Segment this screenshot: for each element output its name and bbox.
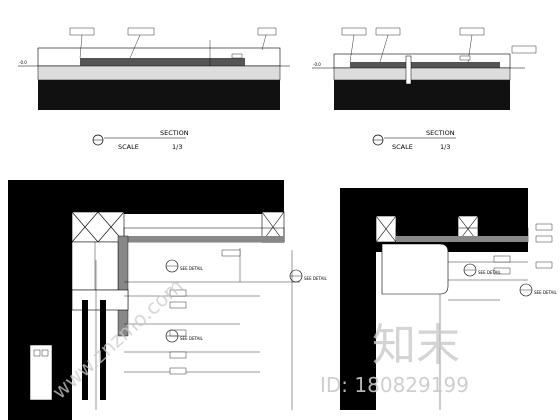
granite-band bbox=[396, 236, 528, 242]
dimension-lines bbox=[124, 248, 300, 410]
plan-detail-left: SEE DETAIL SEE DETAIL SEE DETAIL bbox=[8, 180, 328, 420]
gravel-layer bbox=[37, 65, 281, 81]
detail-label: SEE DETAIL bbox=[478, 270, 502, 275]
building-mass bbox=[340, 188, 528, 410]
level-mark: -0.0 bbox=[313, 62, 321, 67]
scale-label-left: SCALE bbox=[118, 143, 139, 151]
plan-detail-right: SEE DETAIL SEE DETAIL bbox=[340, 188, 558, 410]
detail-marker-5: SEE DETAIL bbox=[519, 283, 558, 297]
watermark-brand: 知末 bbox=[372, 320, 460, 371]
soil-layer bbox=[334, 80, 510, 110]
section-detail-left: -0.0 SECTION SCALE 1/3 bbox=[18, 27, 290, 151]
soil-layer bbox=[38, 80, 280, 110]
detail-marker-2: SEE DETAIL bbox=[289, 269, 328, 283]
drain-channel bbox=[82, 300, 88, 400]
callout-tags bbox=[341, 27, 537, 63]
column-blocks bbox=[375, 215, 479, 243]
detail-label: SEE DETAIL bbox=[534, 290, 558, 295]
detail-label: SEE DETAIL bbox=[304, 276, 328, 281]
scale-label-right: SCALE bbox=[392, 143, 413, 151]
planter bbox=[381, 243, 449, 295]
callout-tags bbox=[169, 249, 241, 375]
gravel-layer bbox=[333, 67, 511, 81]
level-mark: -0.0 bbox=[19, 60, 27, 65]
section-title-left: SECTION bbox=[160, 129, 189, 137]
edge-post bbox=[405, 55, 412, 85]
section-title-right: SECTION bbox=[426, 129, 455, 137]
scale-value-left: 1/3 bbox=[172, 143, 182, 151]
stone-layer bbox=[80, 58, 245, 66]
building-mass bbox=[8, 180, 284, 306]
column-blocks bbox=[71, 211, 285, 243]
detail-label: SEE DETAIL bbox=[180, 336, 204, 341]
watermark-id: ID: 180829199 bbox=[320, 373, 469, 397]
callout-tags bbox=[69, 27, 277, 66]
callout-tags bbox=[493, 223, 553, 275]
detail-marker-1: SEE DETAIL bbox=[165, 259, 204, 273]
section-detail-right: -0.0 SECTION SCALE 1/3 bbox=[312, 27, 537, 151]
detail-marker-3: SEE DETAIL bbox=[165, 329, 204, 343]
detail-label: SEE DETAIL bbox=[180, 266, 204, 271]
detail-marker-4: SEE DETAIL bbox=[463, 263, 502, 277]
granite-band bbox=[124, 236, 284, 242]
stone-layer bbox=[350, 62, 500, 68]
dimension-lines bbox=[439, 261, 528, 410]
scale-value-right: 1/3 bbox=[440, 143, 450, 151]
door-panel bbox=[29, 344, 53, 401]
